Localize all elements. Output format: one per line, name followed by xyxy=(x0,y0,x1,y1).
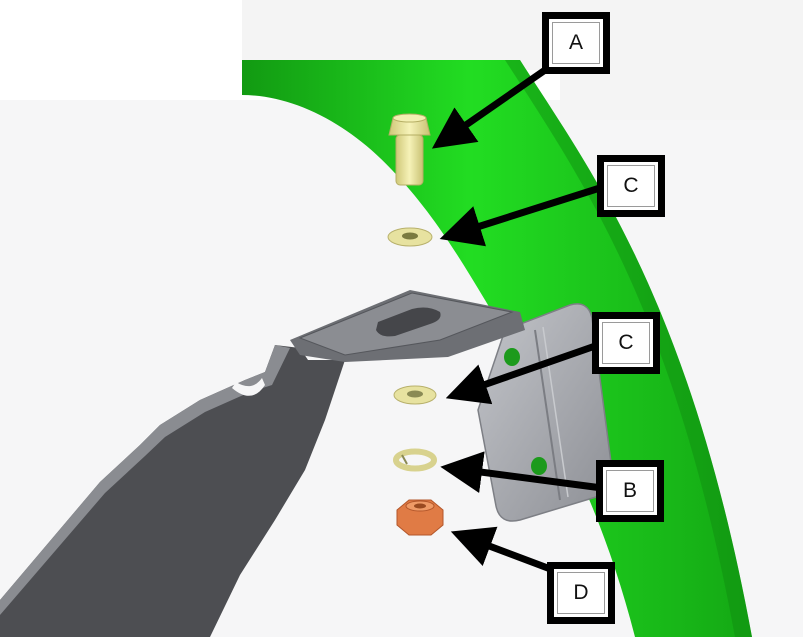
callout-label-c-upper: C xyxy=(623,174,639,197)
flat-washer-lower-part xyxy=(393,385,437,405)
plate-bend-line-2 xyxy=(542,326,569,498)
arrow-a xyxy=(431,64,552,149)
flat-washer-upper-part xyxy=(387,227,433,247)
callout-box-b: B xyxy=(596,460,664,522)
callout-label-c-lower: C xyxy=(618,331,634,354)
backdrop-blank-left xyxy=(0,0,242,100)
callout-arrows xyxy=(431,64,607,574)
callout-box-a: A xyxy=(542,12,610,74)
green-frame-highlight xyxy=(505,60,752,637)
arrow-d xyxy=(450,526,557,574)
arrow-c-upper xyxy=(439,183,607,247)
plate-hole-lower xyxy=(531,457,547,475)
plate-bend-line xyxy=(534,329,561,501)
lock-washer-part xyxy=(393,448,437,472)
callout-label-d: D xyxy=(573,581,589,604)
callout-box-c-lower: C xyxy=(592,312,660,374)
plate-hole-upper xyxy=(504,348,520,366)
callout-box-d: D xyxy=(547,562,615,624)
bracket-arm xyxy=(0,345,345,637)
bracket-notch xyxy=(232,378,265,396)
callout-box-c-upper: C xyxy=(597,155,665,217)
hex-nut-part xyxy=(396,499,444,536)
callout-label-b: B xyxy=(622,479,637,502)
bracket-slot xyxy=(376,307,441,337)
arrow-c-lower xyxy=(445,341,602,405)
arrow-b xyxy=(440,451,606,494)
callout-label-a: A xyxy=(568,31,583,54)
bolt-part xyxy=(388,113,431,186)
